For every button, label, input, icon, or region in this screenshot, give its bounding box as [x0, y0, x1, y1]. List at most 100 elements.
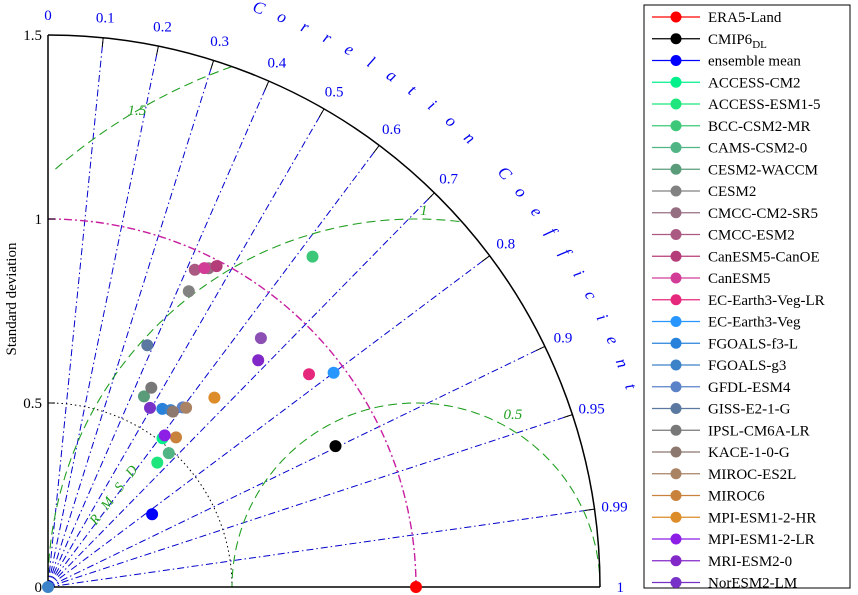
- legend-label-text: GFDL-ESM4: [708, 380, 791, 396]
- data-point: [158, 429, 171, 442]
- correlation-tick: [585, 508, 595, 511]
- data-point: [151, 456, 164, 469]
- legend-label: IPSL-CM6A-LR: [708, 423, 810, 439]
- legend-label-text: NorESM2-LM: [708, 576, 797, 592]
- correlation-tick: [536, 345, 546, 351]
- diagram-axes: [47, 34, 601, 588]
- legend-marker: [670, 272, 682, 284]
- outer-arc: [47, 34, 601, 588]
- legend-label: EC-Earth3-Veg-LR: [708, 293, 825, 309]
- legend-marker: [670, 555, 682, 567]
- correlation-tick: [427, 192, 435, 200]
- legend-label: CESM2-WACCM: [708, 162, 818, 178]
- legend-label: ACCESS-ESM1-5: [708, 97, 821, 113]
- legend-label: MIROC6: [708, 489, 765, 505]
- legend-label: ensemble mean: [708, 54, 801, 70]
- correlation-tick-label: 0.7: [439, 171, 458, 187]
- legend-label: NorESM2-LM: [708, 576, 797, 592]
- legend-label-text: GISS-E2-1-G: [708, 402, 791, 418]
- correlation-tick: [373, 145, 380, 154]
- legend-marker: [670, 33, 682, 45]
- correlation-axis-label-char: i: [593, 311, 612, 324]
- legend-marker: [670, 337, 682, 349]
- legend-label: CanESM5: [708, 271, 771, 287]
- legend-marker: [670, 533, 682, 545]
- legend-marker: [670, 120, 682, 132]
- correlation-axis-label-char: o: [442, 111, 461, 131]
- correlation-axis-label-char: i: [424, 96, 440, 114]
- data-point: [162, 447, 175, 460]
- legend-marker: [670, 229, 682, 240]
- data-point: [145, 381, 158, 394]
- correlation-axis-label-char: t: [405, 81, 421, 100]
- correlation-line: [47, 255, 490, 588]
- legend-marker: [670, 163, 682, 175]
- correlation-tick-label: 0.95: [579, 401, 605, 417]
- legend-label: ERA5-Land: [708, 10, 782, 26]
- legend-label: CAMS-CSM2-0: [708, 141, 807, 157]
- legend-label-text: BCC-CSM2-MR: [708, 119, 811, 135]
- legend-label: CMCC-ESM2: [708, 228, 795, 244]
- correlation-line: [47, 37, 104, 588]
- std-tick-label: 0: [35, 580, 43, 595]
- legend-marker: [670, 76, 682, 88]
- legend-label-text: IPSL-CM6A-LR: [708, 423, 810, 439]
- correlation-axis-label-char: n: [460, 128, 479, 148]
- legend-marker: [670, 98, 682, 110]
- legend-label-text: KACE-1-0-G: [708, 445, 790, 461]
- legend-label: CMCC-CM2-SR5: [708, 206, 818, 222]
- legend-label-text: FGOALS-f3-L: [708, 336, 798, 352]
- correlation-tick-label: 1: [616, 580, 624, 595]
- legend-marker: [670, 250, 682, 262]
- legend-label-text: CanESM5: [708, 271, 771, 287]
- correlation-line: [47, 46, 159, 588]
- legend-marker: [670, 577, 682, 588]
- legend-label: CMIP6DL: [708, 32, 767, 51]
- data-point: [410, 581, 422, 593]
- legend-label: MPI-ESM1-2-HR: [708, 510, 816, 526]
- rmsd-contour-label: 1: [420, 203, 428, 219]
- correlation-axis-label-char: o: [511, 183, 531, 202]
- correlation-line: [47, 60, 215, 588]
- rmsd-contour-label: 1.5: [127, 103, 146, 119]
- legend-marker: [670, 403, 682, 414]
- correlation-line: [47, 508, 595, 588]
- rmsd-contour: [231, 402, 601, 587]
- correlation-axis-label-char: f: [542, 224, 562, 241]
- legend-marker: [670, 446, 682, 458]
- reference-std-arc: [47, 218, 417, 588]
- legend-marker: [670, 55, 682, 66]
- legend-label-text: CESM2: [708, 184, 756, 200]
- correlation-tick: [210, 60, 215, 70]
- rmsd-contour: [47, 218, 460, 587]
- correlation-axis-label-char: n: [612, 355, 633, 370]
- diagram-grid: [47, 37, 601, 588]
- correlation-tick: [264, 80, 270, 90]
- correlation-line: [47, 80, 270, 588]
- legend-marker: [670, 294, 682, 306]
- rmsd-axis-label-char: S: [112, 480, 128, 495]
- correlation-line: [47, 145, 380, 588]
- legend-marker: [670, 185, 682, 197]
- legend-label-text: EC-Earth3-Veg: [708, 315, 801, 331]
- legend-label: EC-Earth3-Veg: [708, 315, 801, 331]
- legend-label-text: MPI-ESM1-2-HR: [708, 510, 816, 526]
- correlation-tick: [563, 414, 573, 418]
- correlation-tick-label: 0.6: [382, 122, 401, 138]
- correlation-line: [47, 345, 546, 588]
- correlation-axis-label-char: e: [341, 39, 357, 59]
- legend-label-text: ACCESS-ESM1-5: [708, 97, 821, 113]
- correlation-axis-label-char: e: [602, 333, 623, 348]
- correlation-line: [47, 192, 435, 588]
- legend-label-text: MIROC-ES2L: [708, 467, 796, 483]
- correlation-axis-label-char: f: [556, 245, 576, 261]
- correlation-tick-label: 0.2: [153, 19, 172, 35]
- legend-marker: [670, 511, 682, 523]
- correlation-tick-label: 0.99: [601, 499, 627, 515]
- correlation-tick-label: 0: [44, 8, 52, 24]
- data-point: [138, 390, 150, 403]
- y-axis-label: Standard deviation: [4, 242, 20, 355]
- legend-label-text: CMCC-ESM2: [708, 228, 795, 244]
- rmsd-contour: [51, 66, 232, 173]
